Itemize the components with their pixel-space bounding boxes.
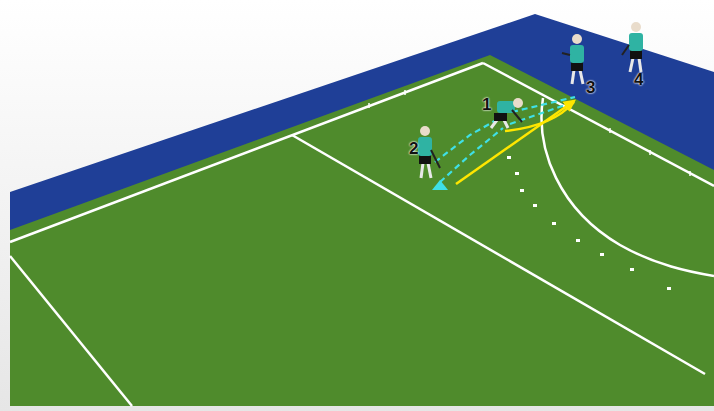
player-3 [562,34,584,84]
callout-number: 2 [409,140,418,157]
cone [432,180,448,190]
player-2 [418,126,440,178]
run-line [456,101,574,184]
callout-number: 3 [586,79,595,96]
callout-number: 1 [482,96,491,113]
callout-number: 4 [634,71,643,88]
player-1 [491,98,523,128]
pitch-surround [10,14,714,406]
dotted-circle [507,156,671,290]
player-4 [622,22,643,72]
pass-lines [435,97,575,182]
pitch-turf [10,55,714,406]
pitch-lines [10,63,714,406]
